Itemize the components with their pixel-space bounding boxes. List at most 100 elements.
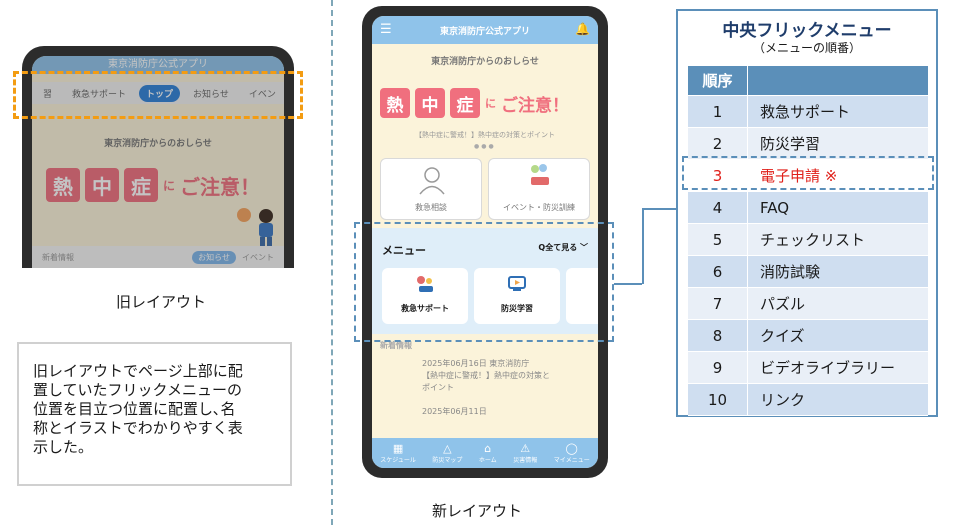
note-line-5: 示した。 <box>33 438 94 456</box>
card-events-drill[interactable]: イベント・防災訓練 <box>488 158 590 220</box>
hamburger-menu-icon[interactable]: ☰ <box>380 22 392 37</box>
new-header-title: 東京消防庁公式アプリ <box>439 26 530 37</box>
old-banner-tail: ご注意！ <box>180 174 261 199</box>
row-number: 9 <box>688 352 748 383</box>
new-banner-particle: に <box>485 97 496 110</box>
card-emergency-consult-label: 救急相談 <box>415 203 447 212</box>
user-icon: ◯ <box>565 441 578 455</box>
table-header-order: 順序 <box>688 66 748 95</box>
old-news-pill[interactable]: お知らせ <box>192 250 236 264</box>
nav-schedule-label: スケジュール <box>380 456 416 464</box>
news-item-title-1[interactable]: 【熱中症に警戒！】熱中症の対策と <box>422 371 550 380</box>
home-icon: ⌂ <box>484 441 492 455</box>
row-number: 2 <box>688 128 748 159</box>
new-news-label: 新着情報 <box>380 341 412 350</box>
row-number: 4 <box>688 192 748 223</box>
carousel-dots[interactable]: ●●● <box>474 143 496 150</box>
bell-icon[interactable]: 🔔 <box>575 22 590 36</box>
old-tab-news[interactable]: お知らせ <box>193 89 229 100</box>
calendar-icon: ▦ <box>392 441 404 455</box>
row-3-highlight <box>682 156 934 190</box>
old-heatstroke-banner: 熱 中 症 に ご注意！ <box>46 168 260 202</box>
new-banner-char-1: 熱 <box>380 88 410 118</box>
row-number: 7 <box>688 288 748 319</box>
menu-card-next[interactable] <box>566 268 598 324</box>
row-number: 10 <box>688 384 748 415</box>
menu-card-disaster-learning-label: 防災学習 <box>501 304 533 313</box>
explanation-note: 旧レイアウトでページ上部に配 置していたフリックメニューの 位置を目立つ位置に配… <box>17 342 292 486</box>
menu-title: メニュー <box>382 244 426 257</box>
news-item-date-1[interactable]: 2025年06月16日 東京消防庁 <box>422 359 530 368</box>
old-news-bar: 新着情報 お知らせ イベント <box>32 246 284 268</box>
card-emergency-consult[interactable]: 救急相談 <box>380 158 482 220</box>
connector-line-top <box>642 208 682 210</box>
row-number: 5 <box>688 224 748 255</box>
note-line-3: 位置を目立つ位置に配置し､名 <box>33 400 236 418</box>
nav-disaster-map-label: 防災マップ <box>432 456 463 464</box>
menu-card-emergency-support[interactable]: 救急サポート <box>382 268 468 324</box>
nav-home-label: ホーム <box>478 456 497 464</box>
table-subtitle: （メニューの順番） <box>752 41 861 55</box>
old-news-title: 東京消防庁からのおしらせ <box>104 139 212 149</box>
old-news-label: 新着情報 <box>42 252 74 262</box>
old-tab-learning[interactable]: 習 <box>43 89 53 100</box>
row-label: 防災学習 <box>760 135 821 153</box>
old-tab-emergency-support[interactable]: 救急サポート <box>72 89 127 100</box>
row-number: 8 <box>688 320 748 351</box>
menu-see-all-label: Q全て見る <box>538 243 578 252</box>
nav-disaster-info-label: 災害情報 <box>513 456 538 464</box>
row-label: ビデオライブラリー <box>760 359 896 377</box>
new-menu-highlight <box>354 222 614 342</box>
card-events-drill-label: イベント・防災訓練 <box>503 203 575 212</box>
old-layout-screen: 東京消防庁公式アプリ 習 救急サポート トップ お知らせ イベン 東京消防庁から… <box>32 56 284 268</box>
old-flick-menu: 習 救急サポート トップ お知らせ イベン <box>32 82 284 104</box>
old-tab-top[interactable]: トップ <box>139 84 181 102</box>
news-item-date-2[interactable]: 2025年06月11日 <box>422 407 487 416</box>
new-news-title: 東京消防庁からのおしらせ <box>431 57 539 67</box>
nav-disaster-map[interactable]: △防災マップ <box>432 442 463 464</box>
nav-my-menu-label: マイメニュー <box>553 456 590 464</box>
new-banner-char-3: 症 <box>450 88 480 118</box>
news-item-title-1b[interactable]: ポイント <box>422 383 454 392</box>
nav-disaster-info[interactable]: ⚠災害情報 <box>513 441 538 464</box>
new-heatstroke-banner: 熱 中 症 に ご注意！ <box>380 88 569 118</box>
old-tab-events[interactable]: イベン <box>248 89 276 100</box>
video-play-icon <box>508 276 526 291</box>
nav-my-menu[interactable]: ◯マイメニュー <box>553 441 590 464</box>
first-aid-icon <box>417 276 433 292</box>
menu-see-all[interactable]: Q全て見る ﹀ <box>538 242 588 253</box>
new-layout-screen: ☰ 東京消防庁公式アプリ 🔔 東京消防庁からのおしらせ 熱 中 症 に ご注意！… <box>372 16 598 468</box>
new-news-list: 新着情報 2025年06月16日 東京消防庁 【熱中症に警戒！】熱中症の対策と … <box>372 336 598 436</box>
old-layout-phone: 東京消防庁公式アプリ 習 救急サポート トップ お知らせ イベン 東京消防庁から… <box>22 46 294 268</box>
new-flick-menu-panel: メニュー Q全て見る ﹀ 救急サポート 防災学習 <box>372 228 598 334</box>
old-layout-caption: 旧レイアウト <box>116 293 207 311</box>
old-news-more[interactable]: イベント <box>242 252 274 262</box>
note-line-1: 旧レイアウトでページ上部に配 <box>33 362 243 380</box>
child-illustration-icon <box>259 209 273 246</box>
menu-card-emergency-support-label: 救急サポート <box>401 304 449 313</box>
old-menu-highlight <box>13 71 303 119</box>
table-row: 2 防災学習 <box>688 128 928 160</box>
nav-home[interactable]: ⌂ホーム <box>478 441 497 464</box>
old-app-header: 東京消防庁公式アプリ <box>32 56 284 74</box>
row-number: 3 <box>688 160 748 191</box>
note-line-4: 称とイラストでわかりやすく表 <box>33 419 243 437</box>
new-layout-phone: ☰ 東京消防庁公式アプリ 🔔 東京消防庁からのおしらせ 熱 中 症 に ご注意！… <box>362 6 608 478</box>
new-banner-char-2: 中 <box>415 88 445 118</box>
new-banner-tail: ご注意！ <box>501 95 569 116</box>
note-line-2: 置していたフリックメニューの <box>33 381 242 399</box>
row-label: 消防試験 <box>760 263 821 281</box>
old-banner-char-3: 症 <box>124 168 158 202</box>
nav-schedule[interactable]: ▦スケジュール <box>380 441 416 464</box>
connector-line <box>614 283 642 285</box>
fire-truck-icon <box>531 164 549 185</box>
bottom-nav-bar: ▦スケジュール △防災マップ ⌂ホーム ⚠災害情報 ◯マイメニュー <box>372 438 598 468</box>
chevron-down-icon: ﹀ <box>580 243 588 252</box>
menu-card-disaster-learning[interactable]: 防災学習 <box>474 268 560 324</box>
warning-icon: ⚠ <box>520 441 531 455</box>
